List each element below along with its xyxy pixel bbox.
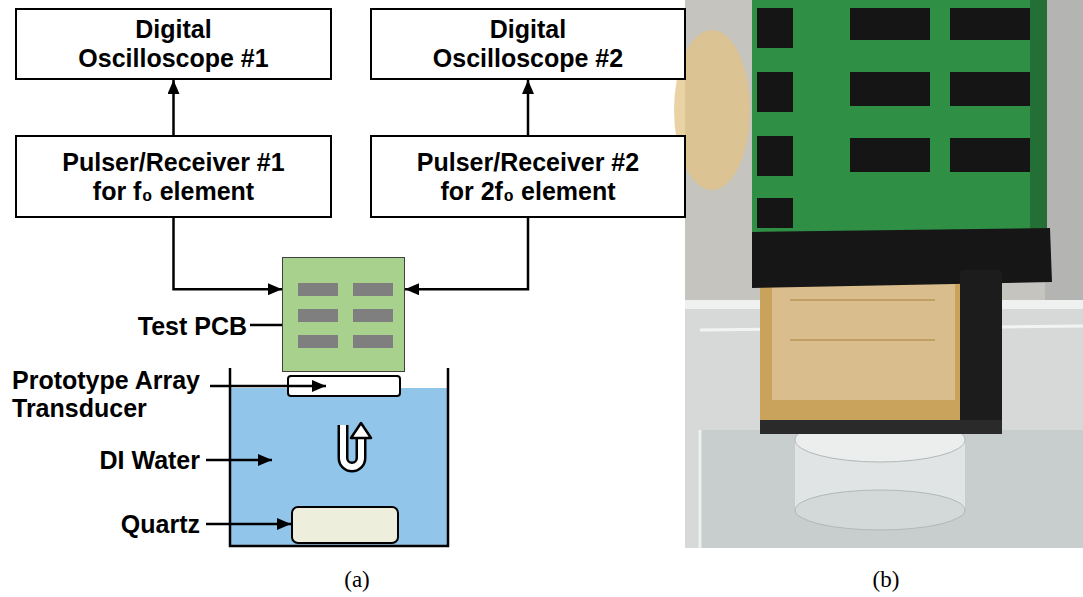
pcb-pad bbox=[353, 283, 393, 296]
tape bbox=[960, 270, 1002, 430]
dip-switch bbox=[950, 138, 1030, 172]
instrument-box: Digital Oscilloscope #2 bbox=[370, 8, 686, 80]
instrument-box: Pulser/Receiver #2 for 2f₀ element bbox=[370, 135, 686, 218]
box-label: Digital Oscilloscope #2 bbox=[421, 15, 636, 73]
box-label: Pulser/Receiver #1 for f₀ element bbox=[51, 148, 296, 206]
echo-arrow-head bbox=[351, 423, 371, 438]
dip-switch bbox=[757, 8, 793, 48]
pcb-label: Test PCB bbox=[138, 312, 247, 341]
quartz-block bbox=[292, 507, 398, 543]
tape bbox=[752, 228, 1052, 288]
part-label: Prototype Array Transducer bbox=[12, 366, 212, 422]
dip-switch bbox=[850, 138, 930, 172]
setup-photo bbox=[674, 0, 1083, 548]
instrument-box: Digital Oscilloscope #1 bbox=[15, 8, 332, 80]
part-label: DI Water bbox=[40, 446, 200, 474]
pcb-pad bbox=[298, 283, 338, 296]
dip-switch bbox=[950, 72, 1030, 106]
dip-switch bbox=[850, 72, 930, 106]
dip-switch bbox=[850, 8, 930, 40]
dip-switch bbox=[757, 136, 793, 176]
transducer-photo bbox=[760, 420, 1002, 434]
pcb-board: Test PCB bbox=[282, 257, 405, 372]
flex-cable bbox=[772, 270, 955, 400]
panel-label: (b) bbox=[846, 566, 926, 594]
connector-arrow bbox=[405, 218, 528, 289]
leader-arrow bbox=[206, 459, 272, 462]
dip-switch bbox=[757, 198, 793, 228]
connector-arrow bbox=[527, 80, 530, 135]
pcb-pad bbox=[353, 335, 393, 348]
pcb-edge bbox=[1030, 0, 1047, 250]
pcb-pad bbox=[298, 309, 338, 322]
flex-trace bbox=[790, 299, 935, 301]
panel-label: (a) bbox=[317, 566, 397, 594]
dip-switch bbox=[950, 8, 1030, 40]
quartz-cylinder bbox=[795, 490, 965, 530]
pcb-pad bbox=[298, 335, 338, 348]
dip-switch bbox=[757, 72, 793, 112]
pcb-photo bbox=[752, 0, 1047, 250]
water bbox=[231, 388, 447, 545]
tank-wall bbox=[230, 368, 448, 546]
leader-arrow bbox=[210, 385, 326, 388]
flex-trace bbox=[790, 339, 935, 341]
leader-arrow bbox=[206, 523, 291, 526]
instrument-box: Pulser/Receiver #1 for f₀ element bbox=[15, 135, 332, 218]
box-label: Digital Oscilloscope #1 bbox=[66, 15, 281, 73]
part-label: Quartz bbox=[40, 510, 200, 538]
box-label: Pulser/Receiver #2 for 2f₀ element bbox=[406, 148, 651, 206]
tank-highlight bbox=[699, 430, 702, 548]
connector-arrow bbox=[174, 218, 283, 289]
connector-arrow bbox=[172, 80, 175, 135]
pcb-pads bbox=[283, 258, 406, 373]
pcb-pad bbox=[353, 309, 393, 322]
